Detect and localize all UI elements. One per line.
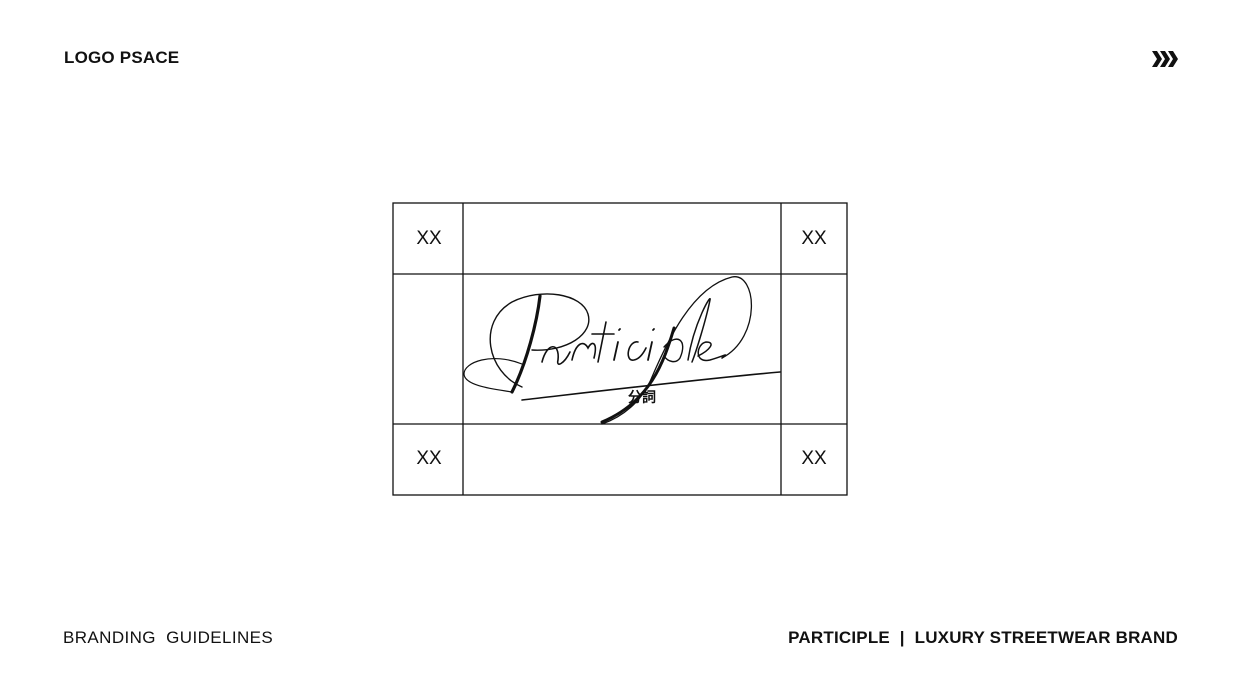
page-title: LOGO PSACE (64, 48, 180, 67)
footer-left-text: BRANDING GUIDELINES (63, 628, 274, 647)
corner-label-top-left: XX (416, 228, 442, 249)
participle-logo (463, 276, 781, 425)
corner-label-bottom-left: XX (416, 448, 442, 469)
corner-label-bottom-right: XX (801, 448, 827, 469)
corner-label-top-right: XX (801, 228, 827, 249)
logo-subtext: 分詞 (628, 390, 656, 406)
triple-chevron-icon (1150, 48, 1180, 70)
clearspace-grid: XX XX XX XX 分詞 (392, 202, 848, 496)
footer-right-text: PARTICIPLE | LUXURY STREETWEAR BRAND (788, 628, 1178, 647)
clearspace-grid-lines (392, 202, 848, 496)
